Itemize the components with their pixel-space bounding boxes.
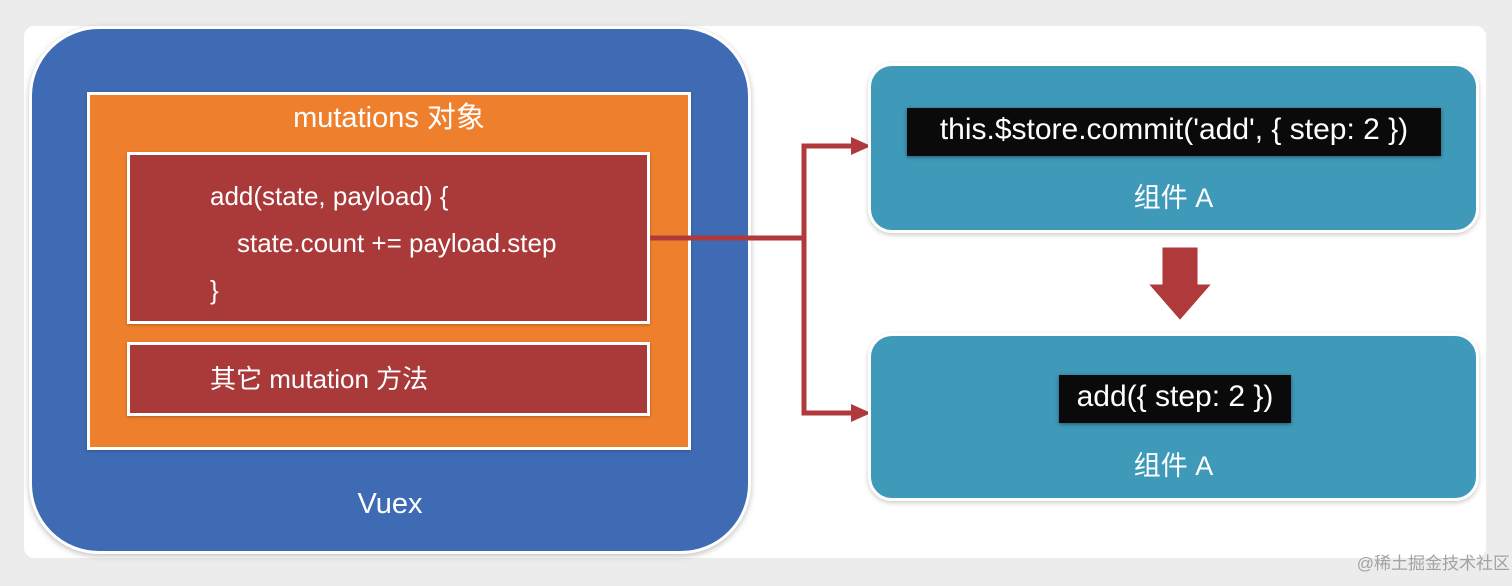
- add-code-line-1: add(state, payload) {: [210, 181, 449, 211]
- add-mutation-box: [127, 152, 650, 324]
- commit-code-label: this.$store.commit('add', { step: 2 }): [907, 108, 1441, 156]
- add-code-line-3: }: [210, 275, 219, 305]
- watermark: @稀土掘金技术社区: [1356, 554, 1510, 573]
- other-mutations-label: 其它 mutation 方法: [210, 364, 429, 394]
- other-mutations-box: [127, 342, 650, 416]
- add-code-line-2: state.count += payload.step: [237, 228, 557, 258]
- connector-to-bottom: [801, 238, 858, 416]
- down-arrow: [1142, 244, 1218, 325]
- component-a-top-label: 组件 A: [1133, 183, 1214, 213]
- arrowhead-top: [851, 137, 871, 155]
- connector-to-top: [801, 143, 858, 238]
- vuex-label: Vuex: [357, 488, 423, 520]
- mapped-call-code-label: add({ step: 2 }): [1059, 375, 1291, 423]
- arrowhead-bottom: [851, 404, 871, 422]
- component-a-bottom-label: 组件 A: [1133, 451, 1214, 481]
- mutations-title: mutations 对象: [293, 102, 485, 134]
